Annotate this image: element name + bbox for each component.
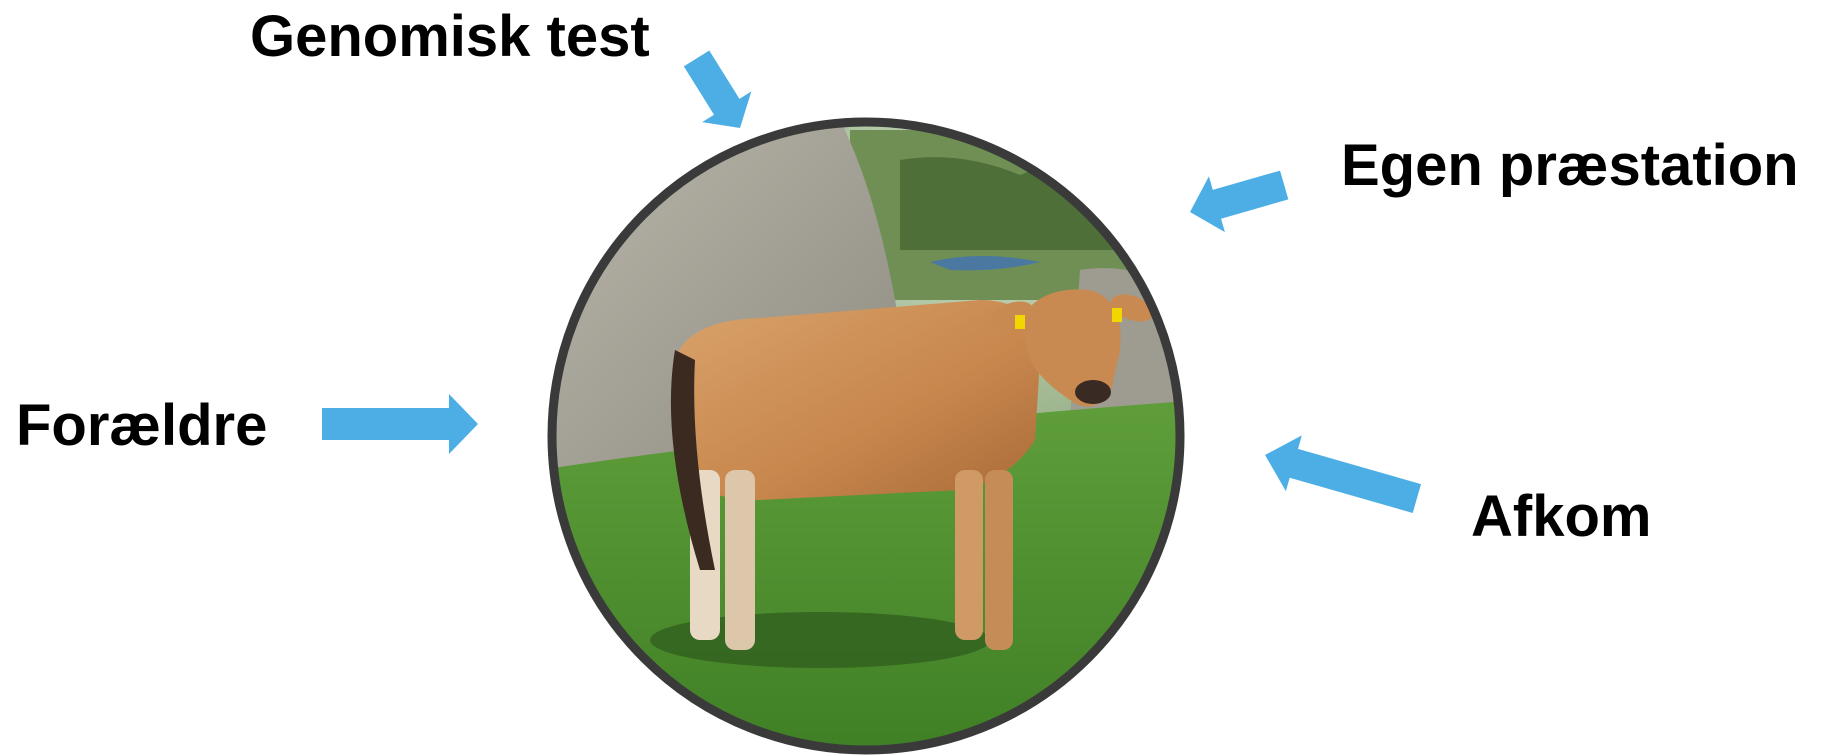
arrow-genomic-test [672,43,765,143]
arrow-offspring [1257,427,1425,526]
arrow-parents [322,394,478,454]
arrow-own-performance [1182,157,1292,240]
